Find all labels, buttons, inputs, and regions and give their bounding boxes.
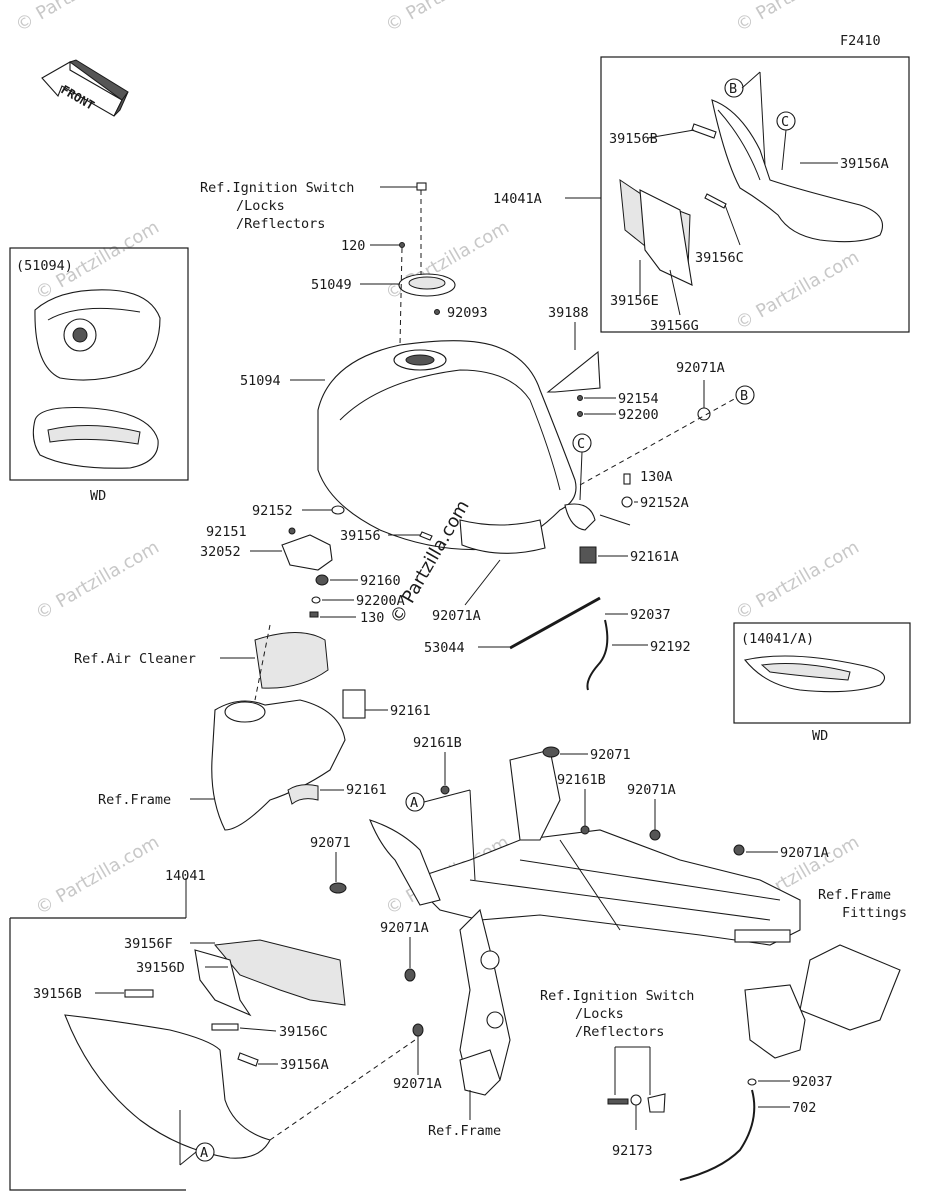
label-39156A-low: 39156A — [280, 1057, 329, 1073]
callout-b: B — [740, 388, 748, 404]
label-39156G: 39156G — [650, 318, 699, 334]
label-92151: 92151 — [206, 524, 247, 540]
inset-frame — [600, 56, 910, 333]
watermark: © Partzilla.com — [732, 537, 863, 625]
inset-cover-wd: (14041/A) WD — [733, 622, 911, 744]
inset-note: WD — [90, 488, 106, 504]
label-39156D: 39156D — [136, 960, 185, 976]
label-reflectors-2: /Reflectors — [575, 1024, 664, 1040]
label-92071A-r2: 92071A — [780, 845, 829, 861]
inset-frame — [9, 247, 189, 481]
inset-side-cover-14041: 14041 39156F 39156D 39156B 39156C 39156A… — [9, 868, 346, 1191]
label-51094: 51094 — [240, 373, 281, 389]
label-92071A-l2: 92071A — [393, 1076, 442, 1092]
label-120: 120 — [341, 238, 365, 254]
label-39156: 39156 — [340, 528, 381, 544]
label-92071A-r1: 92071A — [627, 782, 676, 798]
label-92071A-top: 92071A — [676, 360, 725, 376]
label-39156B-low: 39156B — [33, 986, 82, 1002]
label-ref-frame-fittings-2: Fittings — [842, 905, 907, 921]
fuel-tank — [317, 340, 601, 554]
label-39188: 39188 — [548, 305, 589, 321]
label-92152: 92152 — [252, 503, 293, 519]
label-92071A-mid: 92071A — [432, 608, 481, 624]
label-92161-a: 92161 — [390, 703, 431, 719]
inset-frame — [733, 622, 911, 724]
label-130: 130 — [360, 610, 384, 626]
label-ref-ignition-1: Ref.Ignition Switch — [200, 180, 354, 196]
label-92071A-l1: 92071A — [380, 920, 429, 936]
label-92071-a: 92071 — [590, 747, 631, 763]
label-92173: 92173 — [612, 1143, 653, 1159]
label-92160: 92160 — [360, 573, 401, 589]
label-92200A: 92200A — [356, 593, 405, 609]
callout-b-circle — [724, 78, 744, 98]
label-ref-ignition-2: Ref.Ignition Switch — [540, 988, 694, 1004]
label-92161A: 92161A — [630, 549, 679, 565]
callout-a: A — [410, 795, 418, 811]
label-ref-frame-2: Ref.Frame — [428, 1123, 501, 1139]
label-130A: 130A — [640, 469, 673, 485]
diagram-code: F2410 — [840, 33, 881, 49]
watermark: © Partzilla.com — [32, 537, 163, 625]
label-39156E: 39156E — [610, 293, 659, 309]
label-ref-frame-1: Ref.Frame — [98, 792, 171, 808]
label-92093: 92093 — [447, 305, 488, 321]
inset-side-cover-14041A: B C 39156B 39156A 39156C 39156E 39156G — [600, 56, 910, 334]
callout-b: B — [729, 81, 737, 97]
label-702: 702 — [792, 1100, 816, 1116]
label-ref-frame-fittings-1: Ref.Frame — [818, 887, 891, 903]
label-locks-1: /Locks — [236, 198, 285, 214]
label-92037-low: 92037 — [792, 1074, 833, 1090]
label-14041: 14041 — [165, 868, 206, 884]
watermark: © Partzilla.com — [732, 0, 863, 36]
label-14041A: 14041A — [493, 191, 542, 207]
label-92154: 92154 — [618, 391, 659, 407]
label-53044: 53044 — [424, 640, 465, 656]
label-39156F: 39156F — [124, 936, 173, 952]
label-39156B-top: 39156B — [609, 131, 658, 147]
label-39156C-low: 39156C — [279, 1024, 328, 1040]
callout-c: C — [781, 114, 789, 130]
inset-tank-wd: (51094) WD — [9, 247, 189, 504]
label-92152A: 92152A — [640, 495, 689, 511]
label-92161-b: 92161 — [346, 782, 387, 798]
front-arrow-icon: FRONT — [41, 59, 129, 117]
label-92161B-b: 92161B — [557, 772, 606, 788]
watermark: © Partzilla.com — [12, 0, 143, 36]
label-locks-2: /Locks — [575, 1006, 624, 1022]
label-39156A-top: 39156A — [840, 156, 889, 172]
watermark: © Partzilla.com — [32, 832, 163, 920]
label-92161B-a: 92161B — [413, 735, 462, 751]
inset-note: WD — [812, 728, 828, 744]
label-ref-air-cleaner: Ref.Air Cleaner — [74, 651, 196, 667]
fuel-cap — [398, 182, 456, 346]
label-92200: 92200 — [618, 407, 659, 423]
watermark: © Partzilla.com — [382, 0, 513, 36]
label-92037-mid: 92037 — [630, 607, 671, 623]
label-reflectors-1: /Reflectors — [236, 216, 325, 232]
label-39156C-top: 39156C — [695, 250, 744, 266]
inset-code: (14041/A) — [741, 631, 814, 647]
label-32052: 32052 — [200, 544, 241, 560]
label-92192: 92192 — [650, 639, 691, 655]
callout-a: A — [200, 1145, 208, 1161]
callout-c: C — [577, 436, 585, 452]
label-92071-b: 92071 — [310, 835, 351, 851]
watermark: © Partzilla.com — [732, 247, 863, 335]
inset-code: (51094) — [16, 258, 73, 274]
label-51049: 51049 — [311, 277, 352, 293]
